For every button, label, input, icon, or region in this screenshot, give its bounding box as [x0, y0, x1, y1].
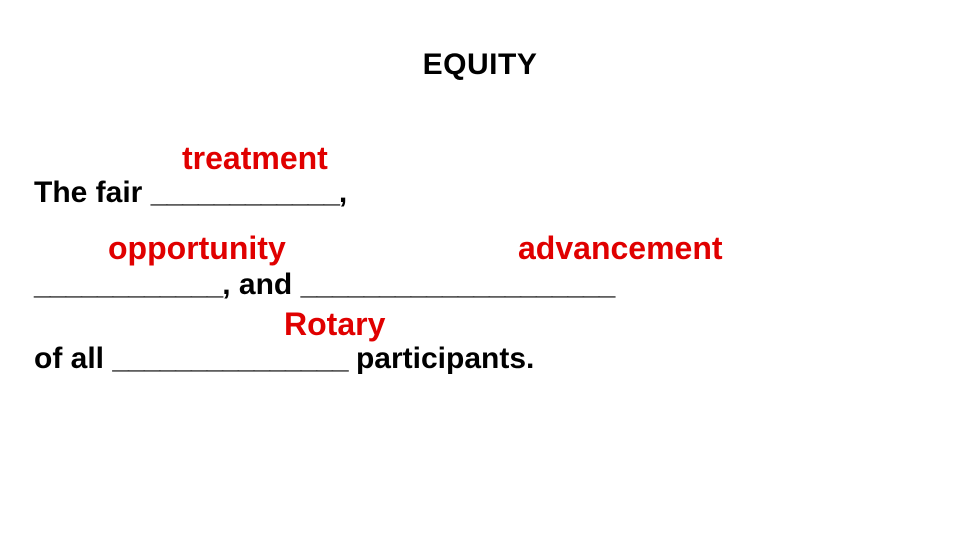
fill-in-the-blank-body: The fair ____________, treatment _______…: [34, 140, 924, 375]
line-3-prefix: of all: [34, 342, 113, 375]
line-2-blank-b: ____________________: [300, 268, 616, 301]
line-3-suffix: participants.: [347, 342, 535, 375]
page-title: EQUITY: [422, 48, 538, 81]
line-1-answer: treatment: [182, 140, 328, 176]
line-2-answer-a: opportunity: [108, 230, 286, 266]
line-2-answer-b: advancement: [518, 230, 723, 266]
line-1-prefix: The fair: [34, 176, 151, 209]
line-3-answer: Rotary: [284, 306, 386, 342]
line-1-blank: ____________: [150, 176, 340, 209]
line-1-static-text: The fair ____________,: [34, 176, 347, 210]
line-2-static-text: ____________, and ____________________: [34, 268, 616, 302]
line-2-conjunction: , and: [222, 268, 301, 301]
sentence-line-2: ____________, and ____________________ o…: [34, 222, 924, 301]
line-3-static-text: of all _______________ participants.: [34, 342, 534, 376]
line-2-blank-a: ____________: [34, 268, 223, 301]
line-3-blank: _______________: [112, 342, 348, 375]
sentence-line-1: The fair ____________, treatment: [34, 140, 924, 222]
sentence-line-3: of all _______________ participants. Rot…: [34, 294, 924, 375]
line-1-suffix: ,: [338, 176, 348, 209]
